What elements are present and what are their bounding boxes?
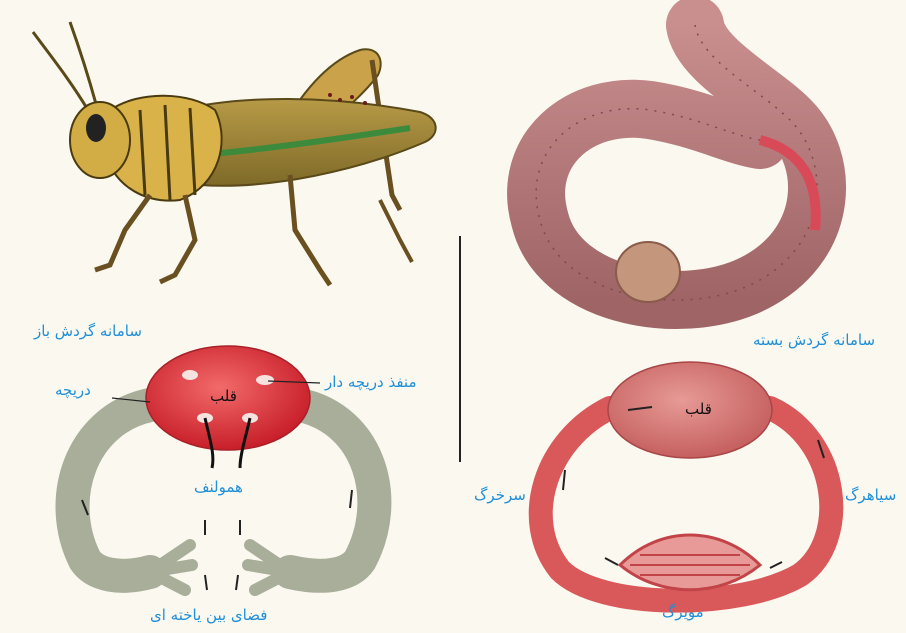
hemolymph-label: همولنف bbox=[194, 478, 243, 496]
vein-label: سیاهرگ bbox=[845, 486, 896, 504]
artery-label: سرخرگ bbox=[474, 486, 526, 504]
closed-circulation-diagram bbox=[541, 362, 832, 601]
grasshopper-illustration bbox=[33, 22, 436, 285]
closed-system-title: سامانه گردش بسته bbox=[753, 331, 875, 349]
open-heart-label: قلب bbox=[210, 387, 237, 405]
capillary-label: مویرگ bbox=[662, 603, 704, 621]
interstitial-space-label: فضای بین یاخته ای bbox=[150, 606, 267, 624]
closed-heart-label: قلب bbox=[685, 400, 712, 418]
earthworm-illustration bbox=[536, 25, 817, 302]
open-system-title: سامانه گردش باز bbox=[34, 322, 142, 340]
valved-opening-label: منفذ دریچه دار bbox=[325, 373, 416, 391]
section-divider bbox=[459, 236, 461, 462]
valve-label: دریچه bbox=[55, 381, 91, 399]
